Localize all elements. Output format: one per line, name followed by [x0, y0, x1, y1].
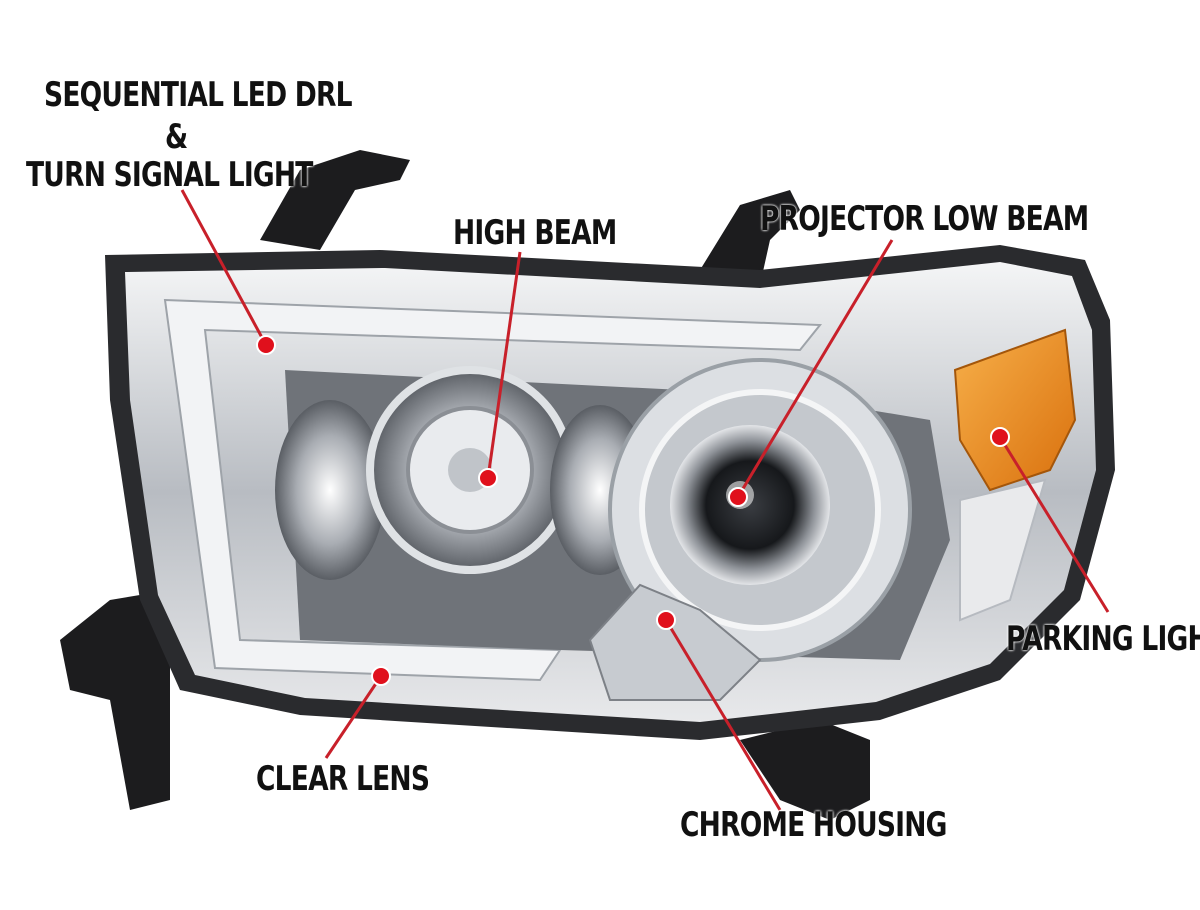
label-sequential-led-drl: SEQUENTIAL LED DRL: [44, 75, 353, 115]
chrome-lower-housing: [588, 583, 762, 701]
label-clear-lens: CLEAR LENS: [256, 759, 430, 799]
left-reflector: [275, 400, 385, 580]
callout-line-high-beam: [486, 251, 522, 479]
callout-line-chrome: [664, 619, 782, 811]
label-high-beam: HIGH BEAM: [453, 213, 617, 253]
callout-dot-parking: [990, 427, 1010, 447]
callout-line-clear-lens: [324, 675, 383, 759]
label-chrome-housing: CHROME HOUSING: [680, 805, 947, 845]
callout-dot-projector: [728, 487, 748, 507]
label-ampersand: &: [165, 117, 188, 157]
led-drl-bar: [163, 298, 823, 682]
callout-dots: [256, 335, 1010, 686]
callout-line-parking: [998, 436, 1110, 613]
callout-dot-chrome: [656, 610, 676, 630]
callout-dot-drl: [256, 335, 276, 355]
label-projector-low-beam: PROJECTOR LOW BEAM: [760, 199, 1089, 239]
callout-dot-high-beam: [478, 468, 498, 488]
label-parking-light: PARKING LIGHT: [1006, 619, 1200, 659]
callout-line-projector: [736, 239, 894, 498]
callout-lines: [180, 189, 1110, 811]
callout-dot-clear-lens: [371, 666, 391, 686]
label-turn-signal-light: TURN SIGNAL LIGHT: [26, 155, 313, 195]
amber-parking-lens: [953, 328, 1077, 492]
callout-line-drl: [180, 189, 268, 346]
mounting-brackets: [60, 150, 870, 820]
projector-lens: [670, 425, 830, 585]
